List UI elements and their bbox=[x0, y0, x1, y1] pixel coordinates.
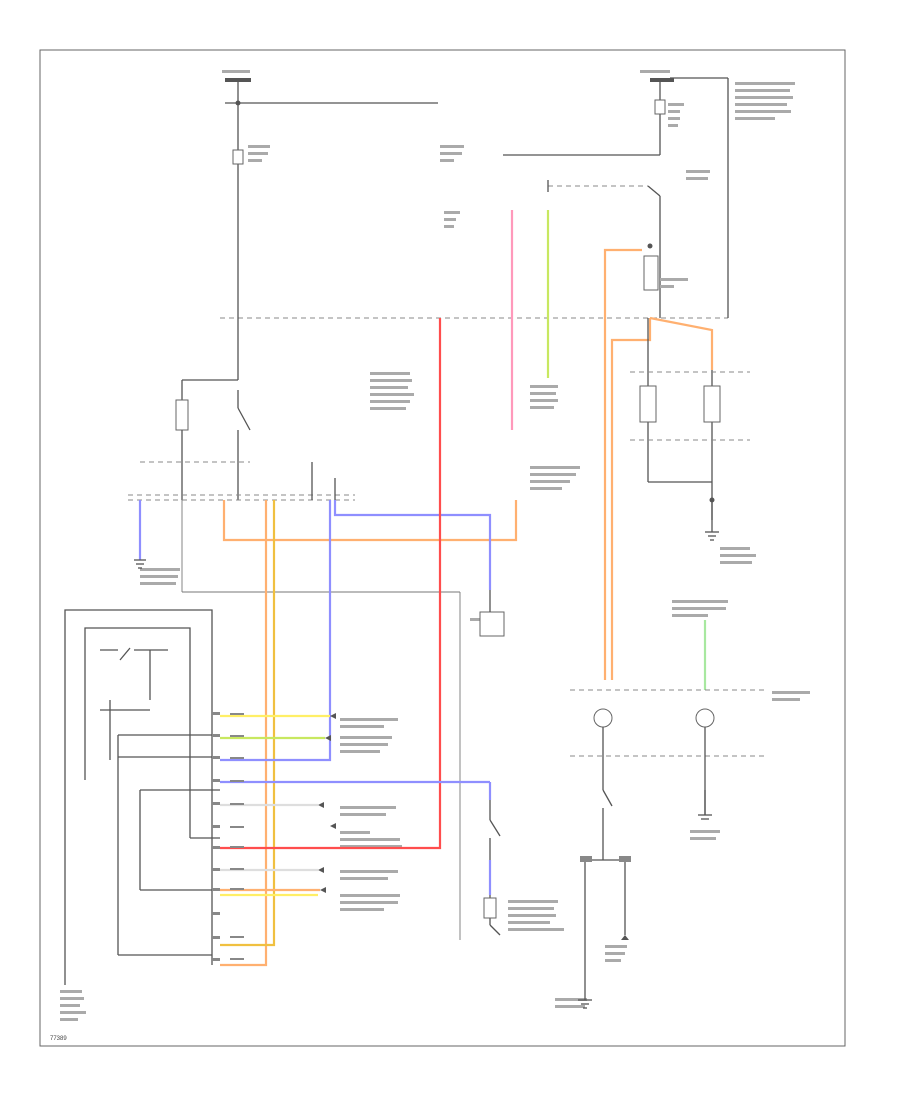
orange-lower-wire bbox=[220, 500, 268, 967]
relay-coil bbox=[643, 255, 659, 291]
red-main-wire bbox=[220, 318, 442, 850]
connector-pin-icon bbox=[212, 825, 220, 828]
orange-right-wire-2 bbox=[610, 318, 652, 680]
pcm-connector-pins bbox=[212, 712, 244, 961]
switch-contact-icon bbox=[647, 185, 661, 197]
indicator-lamp-icon bbox=[593, 708, 613, 728]
connector-pin-icon bbox=[212, 734, 220, 737]
fuse-icon bbox=[232, 149, 244, 165]
switch-contact-icon bbox=[119, 647, 131, 661]
connector-pin-icon bbox=[212, 846, 220, 849]
orange-bus-wire bbox=[222, 500, 518, 542]
under-dash-fuse-box bbox=[220, 77, 729, 319]
junction-dot bbox=[235, 100, 241, 106]
connector-pin-icon bbox=[212, 936, 220, 939]
left-ground bbox=[134, 559, 146, 569]
blue-sensor-wire bbox=[333, 500, 492, 590]
connector-pin-icon bbox=[580, 856, 592, 862]
text-stubs bbox=[60, 70, 810, 1021]
indicator-lamp-icon bbox=[695, 708, 715, 728]
orange-fan-wire bbox=[649, 316, 714, 370]
fan-relay-section bbox=[630, 318, 750, 541]
switch-contact-icon bbox=[602, 789, 613, 807]
connector-pin-icon bbox=[212, 779, 220, 782]
connector-pin-icon bbox=[212, 912, 220, 915]
relay-coil bbox=[639, 385, 657, 423]
figure-id: 77389 bbox=[50, 1036, 67, 1042]
clutch-switch-section bbox=[128, 318, 461, 940]
instrument-cluster bbox=[570, 689, 765, 1009]
diagram-border bbox=[39, 49, 846, 1047]
connector-pin-icon bbox=[212, 868, 220, 871]
switch-contact-icon bbox=[237, 407, 251, 431]
connector-pin-icon bbox=[212, 958, 220, 961]
connector-pin-icon bbox=[212, 802, 220, 805]
powertrain-control-module bbox=[64, 609, 220, 985]
brake-switch bbox=[483, 800, 501, 936]
arrow-tip bbox=[621, 935, 629, 940]
relay-coil bbox=[703, 385, 721, 423]
orange-yellow-wire bbox=[220, 500, 276, 947]
hot-bar-left bbox=[225, 78, 251, 82]
connector-pin-icon bbox=[212, 712, 220, 715]
arrow-tips bbox=[318, 713, 336, 893]
connector-pin-icon bbox=[212, 888, 220, 891]
fuse-icon bbox=[654, 99, 666, 115]
resistor bbox=[175, 399, 189, 431]
hot-bar-right bbox=[650, 78, 674, 82]
sensor-box-icon bbox=[479, 611, 505, 637]
switch-contact-icon bbox=[489, 819, 501, 837]
wire-runs bbox=[138, 210, 714, 967]
connector-pin-icon bbox=[619, 856, 631, 862]
orange-right-wire bbox=[603, 248, 642, 680]
connector-pin-icon bbox=[212, 756, 220, 759]
blue-branch-wire bbox=[220, 500, 332, 762]
